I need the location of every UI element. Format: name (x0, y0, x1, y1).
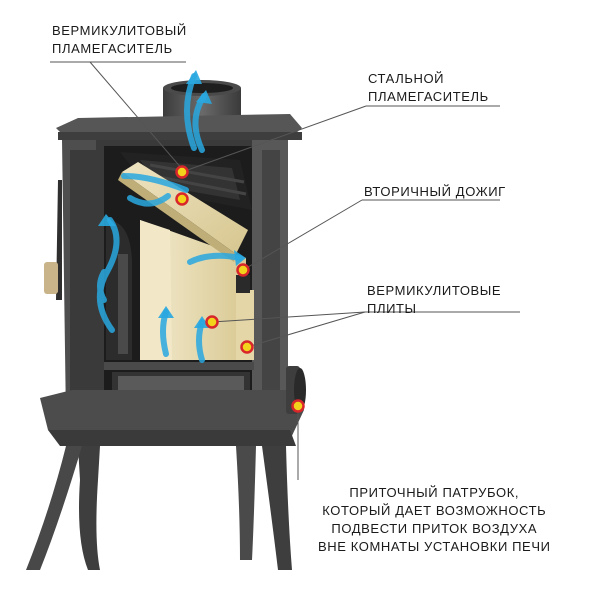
marker-vermiculite-baffle (175, 192, 189, 206)
airflow-center-left (160, 309, 169, 357)
stove-legs (26, 446, 292, 570)
label-steel-baffle: СТАЛЬНОЙ ПЛАМЕГАСИТЕЛЬ (368, 71, 489, 104)
stove-left-side (44, 140, 100, 440)
vermiculite-baffle-board (118, 162, 248, 262)
stove-base (40, 390, 304, 446)
airflow-under-baffle (127, 193, 171, 207)
leader-plates-b (246, 311, 366, 348)
label-vermiculite-baffle: ВЕРМИКУЛИТОВЫЙ ПЛАМЕГАСИТЕЛЬ (52, 23, 187, 56)
marker-steel-baffle (175, 165, 189, 179)
callout-markers (175, 165, 305, 413)
airflow-left-swirl (96, 217, 120, 333)
marker-secondary-burn (236, 263, 250, 277)
leader-lines (50, 61, 520, 480)
label-vermiculite-plates: ВЕРМИКУЛИТОВЫЕ ПЛИТЫ (367, 283, 502, 316)
steel-baffle-plate (120, 152, 252, 210)
leader-steel-baffle (181, 105, 367, 173)
marker-plates-back (205, 315, 219, 329)
marker-plates-side (240, 340, 254, 354)
leader-secondary-burn (242, 199, 363, 271)
airflow-top-baffle (121, 173, 189, 193)
chimney-collar (163, 80, 241, 118)
stove-top-plate (56, 114, 302, 140)
marker-air-inlet (291, 399, 305, 413)
airflow-left-small (97, 269, 107, 303)
label-air-inlet: ПРИТОЧНЫЙ ПАТРУБОК, КОТОРЫЙ ДАЕТ ВОЗМОЖН… (318, 485, 551, 554)
label-secondary-burn: ВТОРИЧНЫЙ ДОЖИГ (364, 184, 506, 199)
leader-plates-a (211, 311, 366, 323)
leader-vermiculite-baffle (89, 61, 184, 171)
